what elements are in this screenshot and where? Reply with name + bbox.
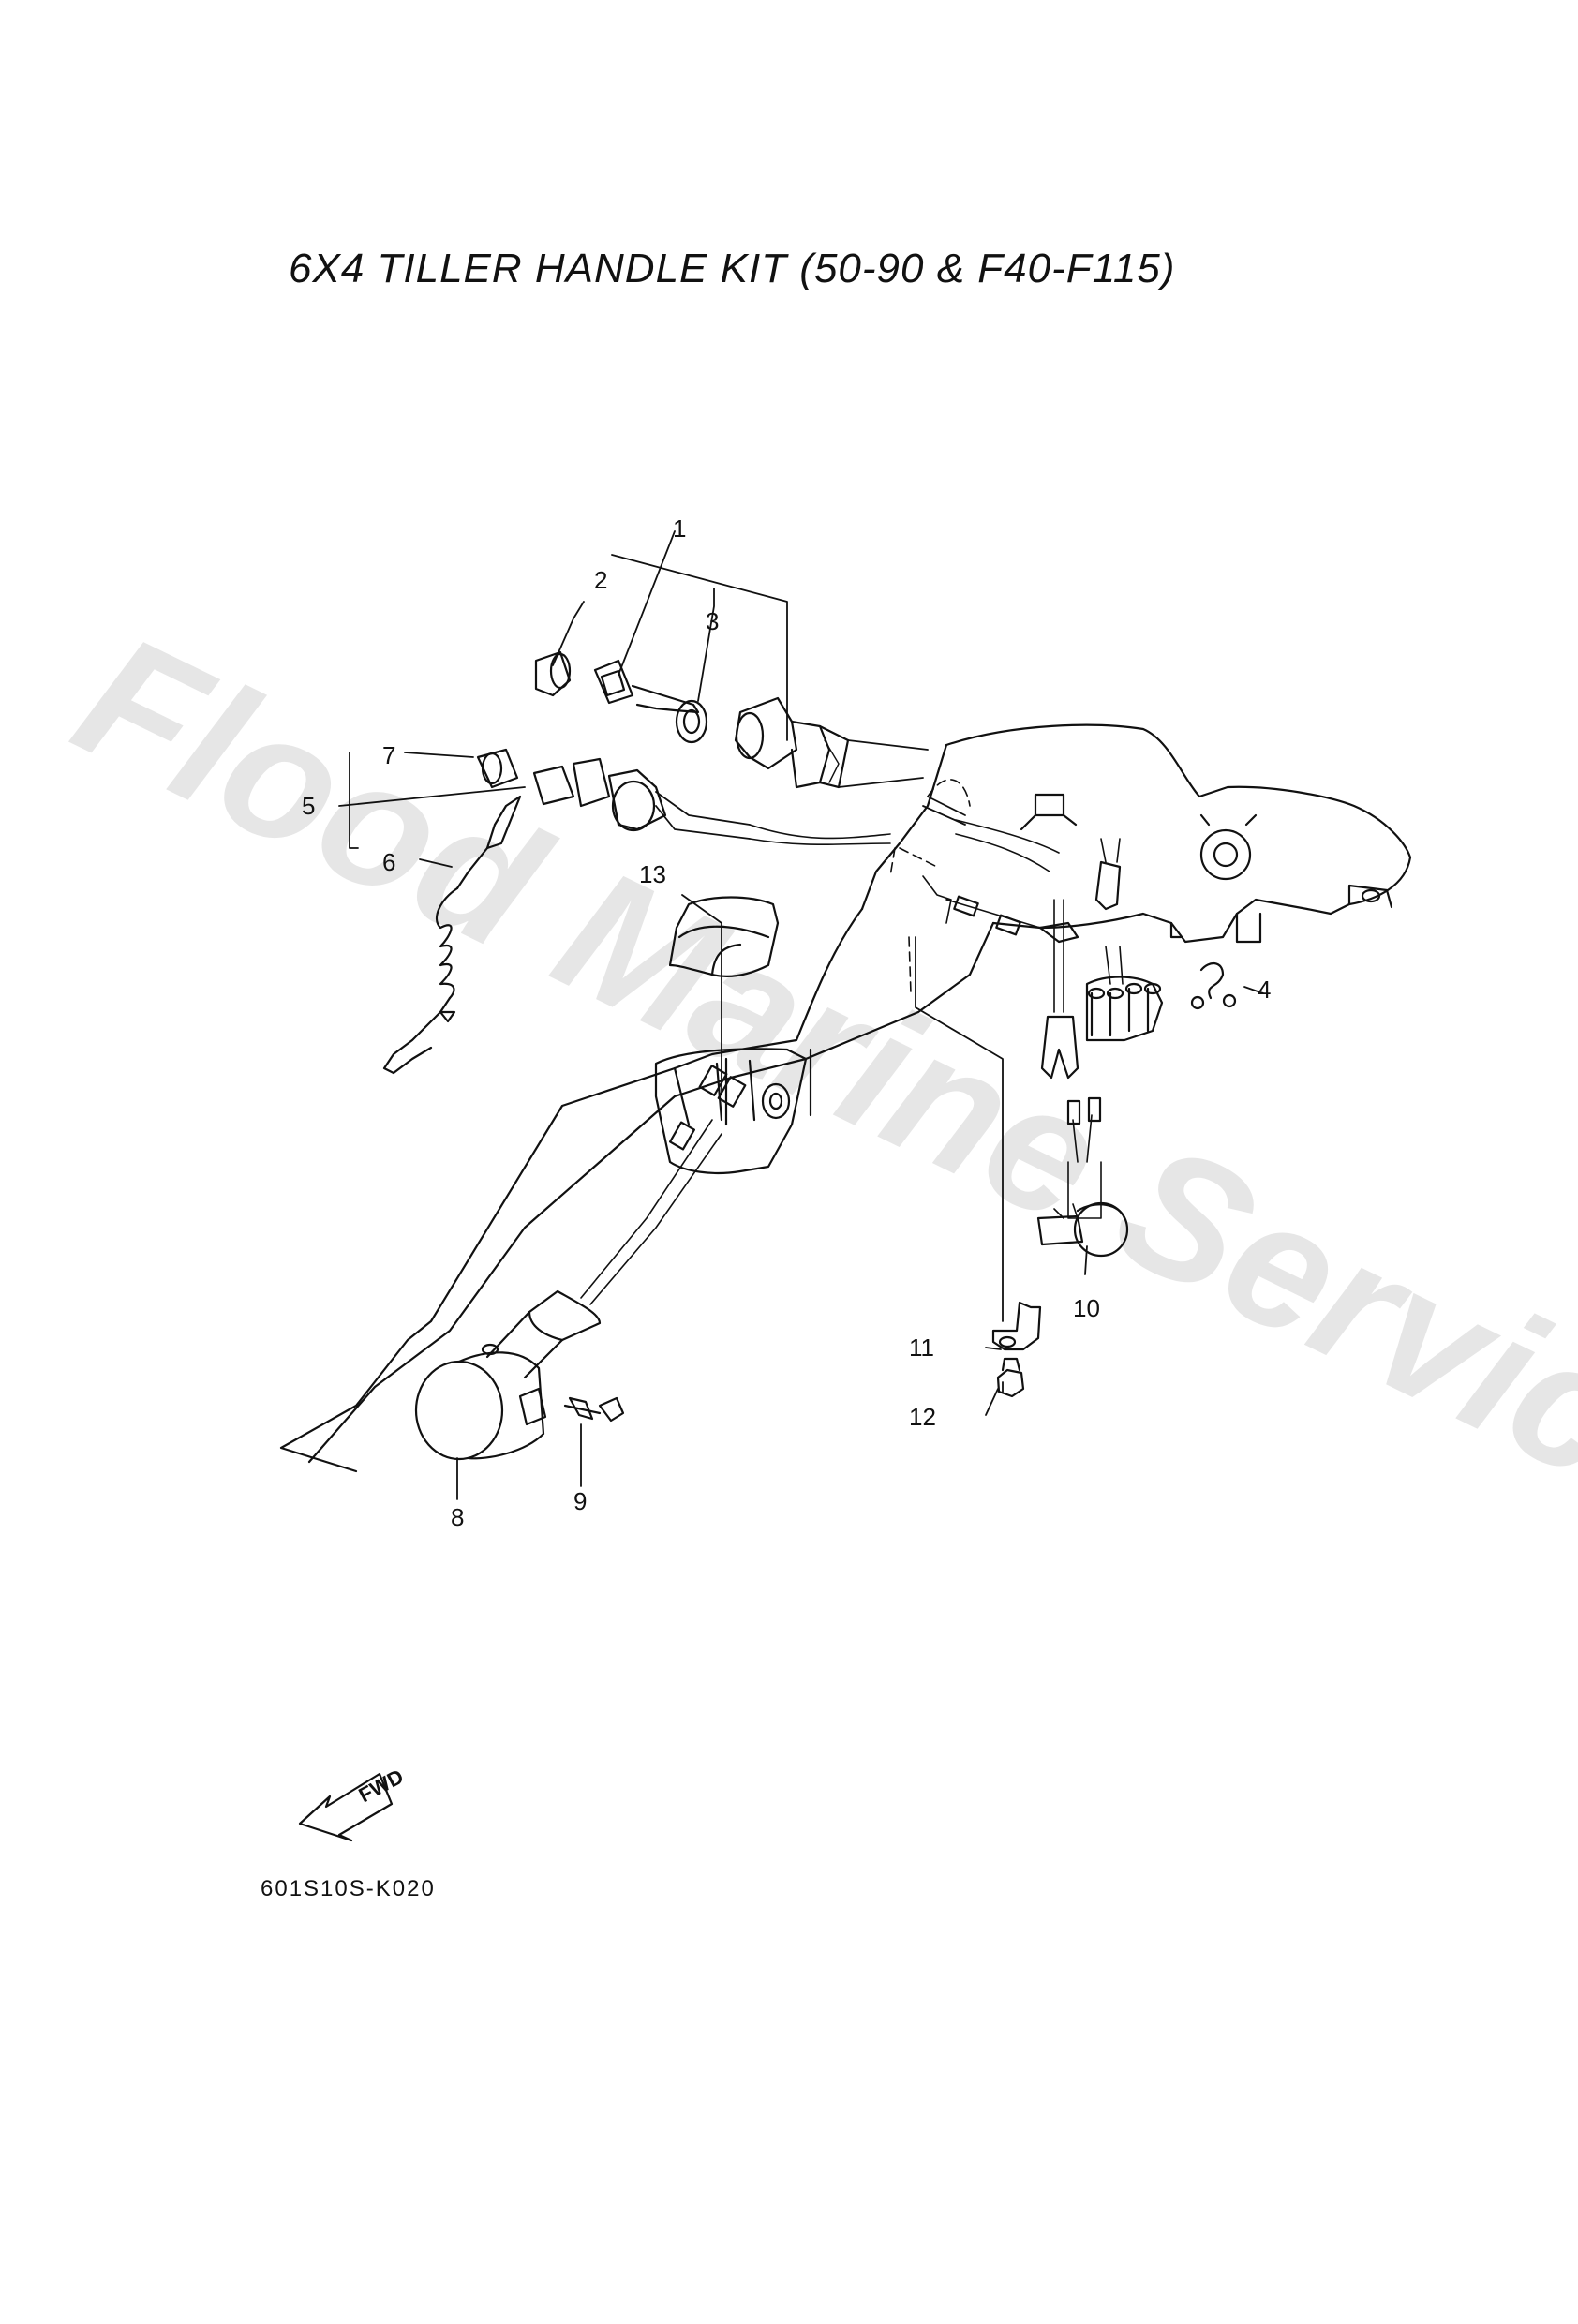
callout-labels: 1 2 3 4 5 6 7 8 9 10 11 12 13 (302, 514, 1271, 1531)
callout-1: 1 (673, 514, 686, 543)
callout-6: 6 (382, 848, 395, 876)
phantom-lines (889, 779, 971, 994)
clip-part-4 (1190, 962, 1237, 1010)
fwd-direction-arrow (298, 1772, 394, 1842)
callout-11: 11 (909, 1333, 934, 1362)
tiller-arm (279, 907, 995, 1473)
callout-4: 4 (1258, 976, 1271, 1004)
callout-13: 13 (639, 860, 666, 888)
callout-3: 3 (706, 607, 719, 635)
diagram-title: 6X4 TILLER HANDLE KIT (50-90 & F40-F115) (289, 246, 1176, 291)
callout-9: 9 (573, 1487, 587, 1515)
callout-10: 10 (1073, 1294, 1100, 1322)
cover-part-13 (668, 896, 780, 978)
callout-7: 7 (382, 741, 395, 769)
grip-end-cap (414, 1343, 547, 1461)
buzzer-part-10 (1036, 1161, 1129, 1258)
main-switch-assembly (534, 650, 929, 789)
callout-8: 8 (451, 1503, 464, 1531)
fwd-label: FWD (355, 1765, 408, 1808)
tiller-bracket (860, 723, 1412, 944)
callout-5: 5 (302, 792, 315, 820)
callout-2: 2 (594, 566, 607, 594)
wiring-harness (922, 793, 1164, 1163)
drawing-code: 601S10S-K020 (261, 1876, 436, 1901)
bracket-plate-part-11 (991, 1301, 1042, 1351)
watermark-text: Flood Marine Services (49, 596, 1578, 1603)
bolt-part-12 (996, 1357, 1025, 1398)
screw-part-9 (563, 1396, 625, 1423)
leader-lines (338, 530, 1264, 1500)
stop-switch-assembly (382, 748, 891, 1075)
callout-12: 12 (909, 1403, 936, 1431)
